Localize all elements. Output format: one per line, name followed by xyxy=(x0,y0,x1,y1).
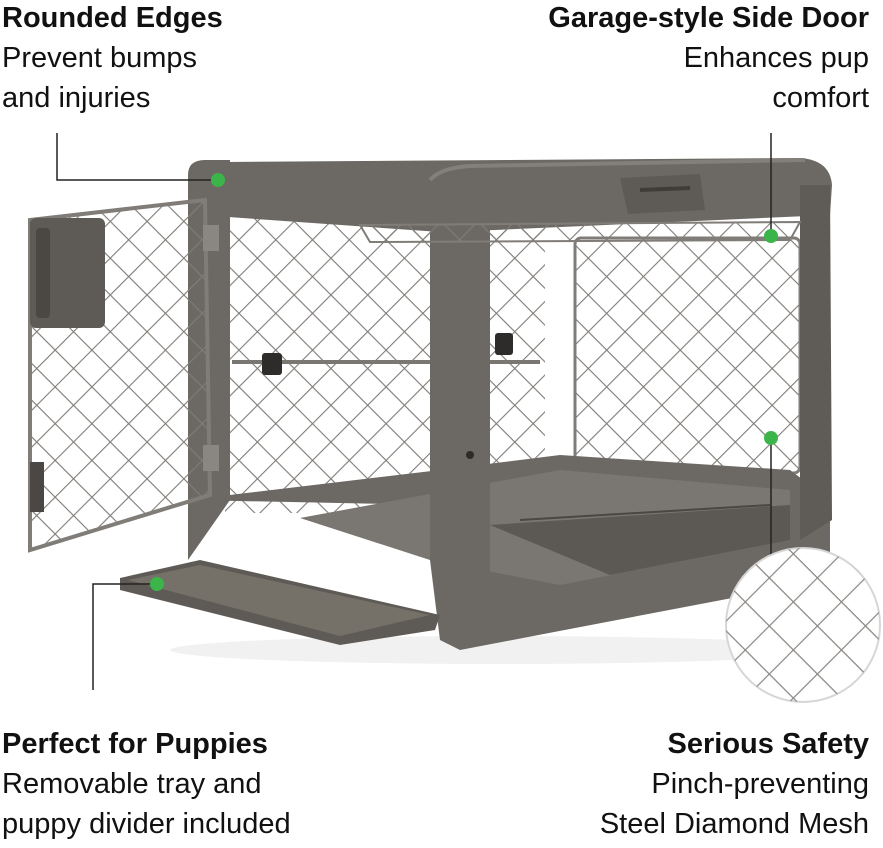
callout-line: and injuries xyxy=(2,82,151,114)
crate-base xyxy=(188,455,830,650)
leader-lines xyxy=(56,133,772,690)
crate-top-frame xyxy=(195,158,832,232)
top-mesh xyxy=(358,220,802,244)
open-front-door xyxy=(28,197,219,553)
marker-dot-tray xyxy=(150,577,164,591)
callout-line: Removable tray and xyxy=(2,768,262,800)
callout-line: Prevent bumps xyxy=(2,42,198,74)
callout-serious-safety: Serious Safety Pinch-preventing Steel Di… xyxy=(600,724,869,844)
callout-line: Steel Diamond Mesh xyxy=(599,808,869,840)
callout-title: Rounded Edges xyxy=(2,2,223,34)
callout-side-door: Garage-style Side Door Enhances pup comf… xyxy=(548,0,869,118)
center-front-post xyxy=(430,180,490,640)
right-rear-post xyxy=(800,185,832,540)
feature-markers xyxy=(150,173,778,591)
callout-perfect-for-puppies: Perfect for Puppies Removable tray and p… xyxy=(2,724,291,844)
callout-title: Perfect for Puppies xyxy=(2,728,268,760)
front-mesh-panel xyxy=(225,208,545,513)
removable-tray xyxy=(120,560,440,645)
marker-dot-safety xyxy=(764,431,778,445)
callout-title: Garage-style Side Door xyxy=(548,2,869,34)
mesh-zoom-circle xyxy=(725,547,881,703)
callout-line: Pinch-preventing xyxy=(651,768,869,800)
marker-dot-rounded-edges xyxy=(211,173,225,187)
callout-title: Serious Safety xyxy=(667,728,869,760)
right-side-mesh-panel xyxy=(573,236,802,475)
callout-rounded-edges: Rounded Edges Prevent bumps and injuries xyxy=(2,0,223,118)
marker-dot-side-door xyxy=(764,229,778,243)
callout-line: comfort xyxy=(772,82,869,114)
callout-line: Enhances pup xyxy=(683,42,869,74)
callout-line: puppy divider included xyxy=(2,808,291,840)
